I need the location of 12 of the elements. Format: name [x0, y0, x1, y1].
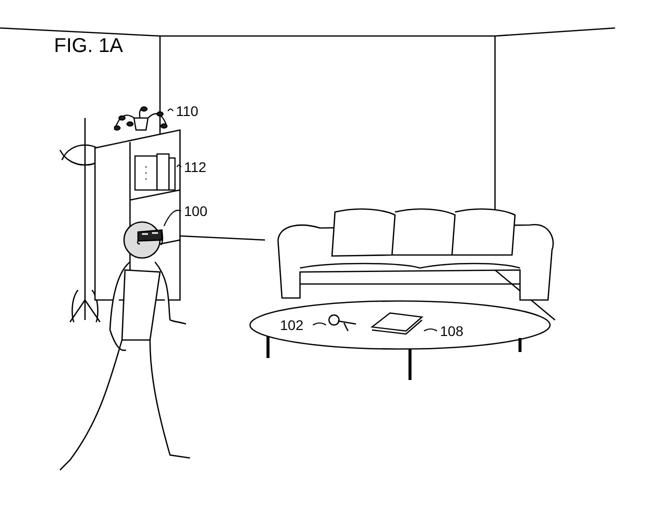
- callout-number: 102: [280, 316, 310, 334]
- figure-title: FIG. 1A: [54, 36, 123, 56]
- leader-line: [176, 164, 182, 168]
- leader-line: [164, 210, 182, 226]
- callout-number: 112: [184, 158, 214, 176]
- tablet-icon: [370, 311, 424, 335]
- leader-line: [168, 108, 174, 112]
- callout-number: 108: [440, 322, 470, 340]
- leader-line: [312, 322, 326, 326]
- callout-number: 100: [184, 202, 214, 220]
- callout-number: 110: [176, 102, 206, 120]
- leader-line: [424, 328, 438, 332]
